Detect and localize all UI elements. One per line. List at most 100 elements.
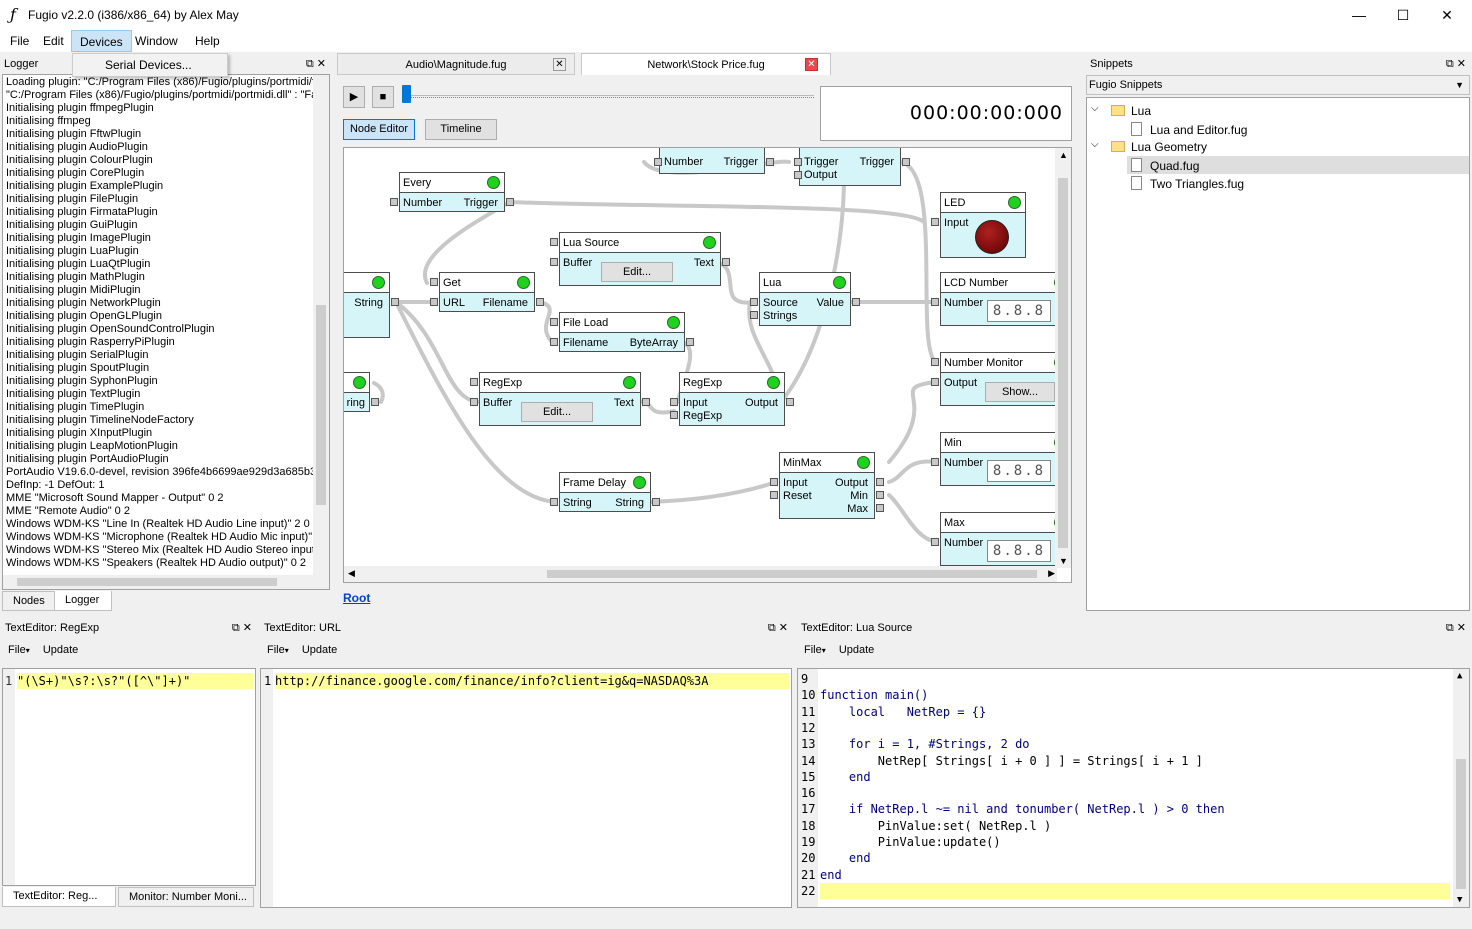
node-lcd-number[interactable]: LCD Number Number 8.8.8	[940, 272, 1067, 326]
pin-in[interactable]	[430, 298, 438, 306]
menu-file[interactable]: File	[10, 34, 30, 48]
menu-edit[interactable]: Edit	[43, 34, 64, 48]
pin-in[interactable]	[794, 171, 802, 179]
close-icon[interactable]: ✕	[805, 58, 818, 71]
dock-buttons[interactable]: ⧉ ✕	[231, 622, 252, 634]
scroll-up-icon[interactable]: ▲	[1457, 671, 1463, 681]
pin-in[interactable]	[550, 338, 558, 346]
node-editor-canvas[interactable]: Number Trigger Trigger Trigger Output Ev…	[343, 147, 1072, 583]
snippets-combo[interactable]: Fugio Snippets ▼	[1086, 75, 1470, 95]
canvas-vscrollbar[interactable]: ▲ ▼	[1055, 148, 1071, 568]
tab-texteditor-regexp[interactable]: TextEditor: Reg...	[2, 887, 116, 907]
logger-hscrollbar[interactable]	[3, 575, 329, 589]
pin-out[interactable]	[766, 158, 774, 166]
dock-buttons[interactable]: ⧉ ✕	[1445, 622, 1466, 634]
doc-tab-stock-price[interactable]: Network\Stock Price.fug ✕	[581, 53, 831, 75]
menu-window[interactable]: Window	[135, 34, 178, 48]
doc-tab-magnitude[interactable]: Audio\Magnitude.fug ✕	[337, 53, 575, 75]
pin-in[interactable]	[550, 238, 558, 246]
tree-file-two-triangles[interactable]: Two Triangles.fug	[1131, 176, 1244, 191]
pin-in[interactable]	[670, 411, 678, 419]
pin-in[interactable]	[770, 478, 778, 486]
tab-logger[interactable]: Logger	[54, 591, 112, 611]
tree-file-quad[interactable]: Quad.fug	[1127, 156, 1469, 174]
pin-in[interactable]	[931, 298, 939, 306]
editor-lua-scroll-thumb[interactable]	[1456, 759, 1466, 889]
pin-out[interactable]	[852, 298, 860, 306]
menu-item-serial-devices[interactable]: Serial Devices...	[105, 58, 192, 72]
editor-menu-file[interactable]: File	[267, 644, 285, 656]
pin-out[interactable]	[786, 398, 794, 406]
node-lua-source[interactable]: Lua Source Buffer Text Edit...	[559, 232, 721, 286]
chevron-down-icon[interactable]: ⌵	[1091, 139, 1099, 150]
pin-out[interactable]	[652, 498, 660, 506]
canvas-hscroll-thumb[interactable]	[547, 570, 1037, 578]
pin-in[interactable]	[931, 458, 939, 466]
node-number-monitor[interactable]: Number Monitor Output Show...	[940, 352, 1067, 406]
node-frame-delay[interactable]: Frame Delay String String	[559, 472, 651, 512]
editor-menu-update[interactable]: Update	[301, 644, 338, 656]
pin-out[interactable]	[536, 298, 544, 306]
pin-in[interactable]	[770, 491, 778, 499]
pin-out[interactable]	[371, 398, 379, 406]
pin-out[interactable]	[686, 338, 694, 346]
node-string-partial[interactable]: ring	[344, 372, 370, 412]
tab-nodes[interactable]: Nodes	[2, 591, 56, 611]
dock-buttons[interactable]: ⧉ ✕	[767, 622, 788, 634]
pin-out[interactable]	[902, 158, 910, 166]
stop-button[interactable]: ■	[372, 86, 394, 108]
pin-in[interactable]	[750, 298, 758, 306]
pin-in[interactable]	[550, 498, 558, 506]
node-every[interactable]: Every Number Trigger	[399, 172, 505, 212]
node-minmax[interactable]: MinMax Input Reset Output Min Max	[779, 452, 875, 519]
tree-file-lua-editor[interactable]: Lua and Editor.fug	[1131, 122, 1247, 137]
logger-scrollbar[interactable]	[313, 75, 329, 575]
timeline-button[interactable]: Timeline	[425, 119, 497, 140]
pin-in[interactable]	[931, 378, 939, 386]
pin-out[interactable]	[722, 258, 730, 266]
pin-out[interactable]	[506, 198, 514, 206]
scroll-down-icon[interactable]: ▼	[1059, 556, 1068, 566]
close-button[interactable]: ✕	[1441, 7, 1453, 23]
dock-buttons[interactable]: ⧉ ✕	[305, 58, 326, 70]
node-regexp-1[interactable]: RegExp Buffer Text Edit...	[479, 372, 641, 426]
canvas-vscroll-thumb[interactable]	[1058, 178, 1068, 548]
pin-in[interactable]	[931, 218, 939, 226]
logger-hscroll-thumb[interactable]	[17, 578, 277, 586]
pin-in[interactable]	[550, 318, 558, 326]
tree-folder-lua-geometry[interactable]: Lua Geometry	[1111, 140, 1207, 154]
scroll-up-icon[interactable]: ▲	[1059, 150, 1068, 160]
node-max[interactable]: Max Number 8.8.8	[940, 512, 1067, 566]
pin-out[interactable]	[876, 491, 884, 499]
edit-button[interactable]: Edit...	[521, 402, 593, 422]
logger-scroll-thumb[interactable]	[316, 305, 326, 505]
canvas-hscrollbar[interactable]: ◀ ▶	[344, 566, 1057, 582]
tab-monitor-number[interactable]: Monitor: Number Moni...	[118, 887, 254, 907]
node-led[interactable]: LED Input	[940, 192, 1026, 258]
show-button[interactable]: Show...	[985, 382, 1055, 402]
editor-menu-update[interactable]: Update	[42, 644, 79, 656]
pin-out[interactable]	[876, 504, 884, 512]
editor-menu-file[interactable]: File	[8, 644, 26, 656]
pin-in[interactable]	[470, 398, 478, 406]
timeline-slider[interactable]	[404, 95, 814, 98]
node-min[interactable]: Min Number 8.8.8	[940, 432, 1067, 486]
node-regexp-2[interactable]: RegExp Input RegExp Output	[679, 372, 785, 426]
pin-in[interactable]	[750, 311, 758, 319]
pin-in[interactable]	[931, 538, 939, 546]
pin-in[interactable]	[670, 398, 678, 406]
node-every-top[interactable]: Number Trigger	[659, 148, 765, 174]
node-file-load[interactable]: File Load Filename ByteArray	[559, 312, 685, 352]
pin-in[interactable]	[794, 158, 802, 166]
dock-buttons[interactable]: ⧉ ✕	[1445, 58, 1466, 70]
scroll-right-icon[interactable]: ▶	[1048, 568, 1055, 578]
breadcrumb-root[interactable]: Root	[343, 591, 371, 605]
chevron-down-icon[interactable]: ⌵	[1091, 103, 1099, 114]
pin-in[interactable]	[430, 278, 438, 286]
editor-regexp-text[interactable]: 1 "(\S+)"\s?:\s?"([^\"]+)"	[2, 668, 256, 886]
menu-devices[interactable]: Devices	[71, 30, 132, 52]
node-trigger-top[interactable]: Trigger Trigger Output	[799, 148, 901, 186]
node-get[interactable]: Get URL Filename	[439, 272, 535, 312]
pin-out[interactable]	[876, 478, 884, 486]
close-icon[interactable]: ✕	[553, 58, 566, 71]
